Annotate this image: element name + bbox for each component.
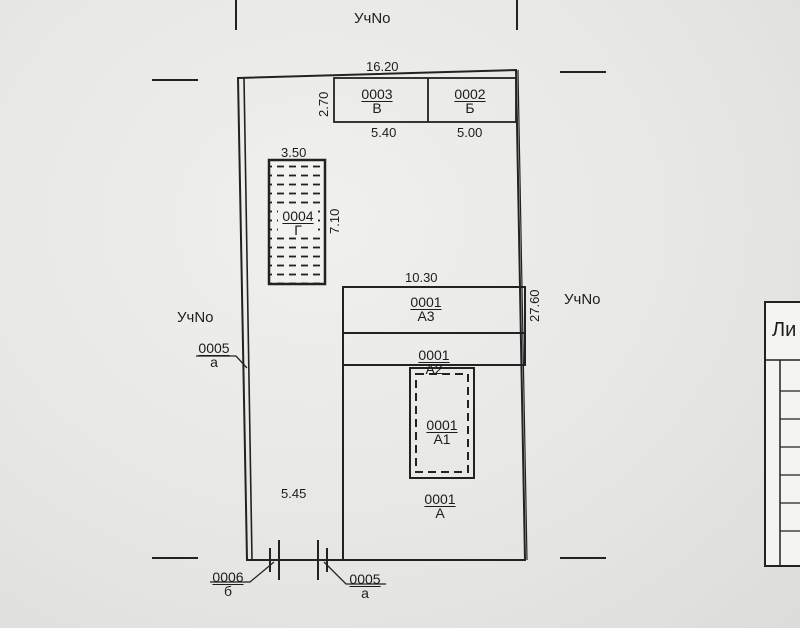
building-b-letter: Б	[465, 100, 475, 116]
house-a-letter: А	[435, 505, 445, 521]
dimension-shed-height: 2.70	[316, 91, 331, 117]
leader-left-fence	[196, 355, 248, 369]
house-a1-code: 0001	[426, 417, 458, 433]
house-a-label: 0001 А	[420, 492, 460, 520]
building-b-label: 0002 Б	[452, 87, 488, 115]
plot-boundary	[236, 68, 527, 561]
shed-row-outline	[333, 77, 517, 123]
neighbor-label-left: УчNo	[177, 309, 214, 326]
house-a3-label: 0001 А3	[406, 295, 446, 323]
fence-left-label: 0005 а	[194, 341, 234, 369]
leader-gate-left	[210, 561, 275, 583]
house-a1-label: 0001 А1	[422, 418, 462, 446]
house-a1-letter: А1	[433, 431, 451, 447]
building-v-code: 0003	[361, 86, 393, 102]
neighbor-label-right: УчNo	[564, 291, 601, 308]
house-a2-code: 0001	[418, 347, 450, 363]
leader-gate-right	[323, 561, 386, 585]
legend-title: Ли	[772, 319, 797, 341]
dimension-right-length: 27.60	[527, 289, 542, 322]
gate-right-code: 0005	[349, 571, 381, 587]
left-fence-line	[243, 77, 253, 561]
house-a-code: 0001	[424, 491, 456, 507]
dimension-top-width: 16.20	[366, 59, 399, 74]
gate-right-label: 0005 а	[345, 572, 385, 600]
dimension-g-width: 3.50	[281, 145, 307, 160]
gate-left-code: 0006	[212, 569, 244, 585]
building-g-letter: Г	[294, 222, 302, 238]
fence-left-letter: а	[210, 354, 218, 370]
house-a2-label: 0001 А2	[414, 348, 454, 376]
building-g-code: 0004	[282, 208, 314, 224]
building-b-code: 0002	[454, 86, 486, 102]
gate-left-letter: б	[223, 583, 233, 599]
building-g-label: 0004 Г	[278, 209, 318, 237]
right-boundary-line	[517, 69, 528, 561]
house-a1-outline	[409, 367, 475, 479]
legend-table	[764, 301, 800, 567]
neighbor-label-top: УчNo	[354, 10, 391, 27]
building-v-letter: В	[372, 100, 382, 116]
house-a1-dashed-outline	[415, 373, 469, 473]
dimension-shed-b-width: 5.00	[457, 125, 483, 140]
dimension-shed-v-width: 5.40	[371, 125, 397, 140]
house-a3-code: 0001	[410, 294, 442, 310]
gate-left-label: 0006 б	[208, 570, 248, 598]
dimension-g-height: 7.10	[327, 208, 342, 234]
dimension-yard-width: 5.45	[281, 486, 307, 501]
gate-right-letter: а	[361, 585, 369, 601]
dimension-house-width: 10.30	[405, 270, 438, 285]
house-a2-letter: А2	[425, 361, 443, 377]
fence-left-code: 0005	[198, 340, 230, 356]
building-v-label: 0003 В	[359, 87, 395, 115]
house-a3-letter: А3	[417, 308, 435, 324]
